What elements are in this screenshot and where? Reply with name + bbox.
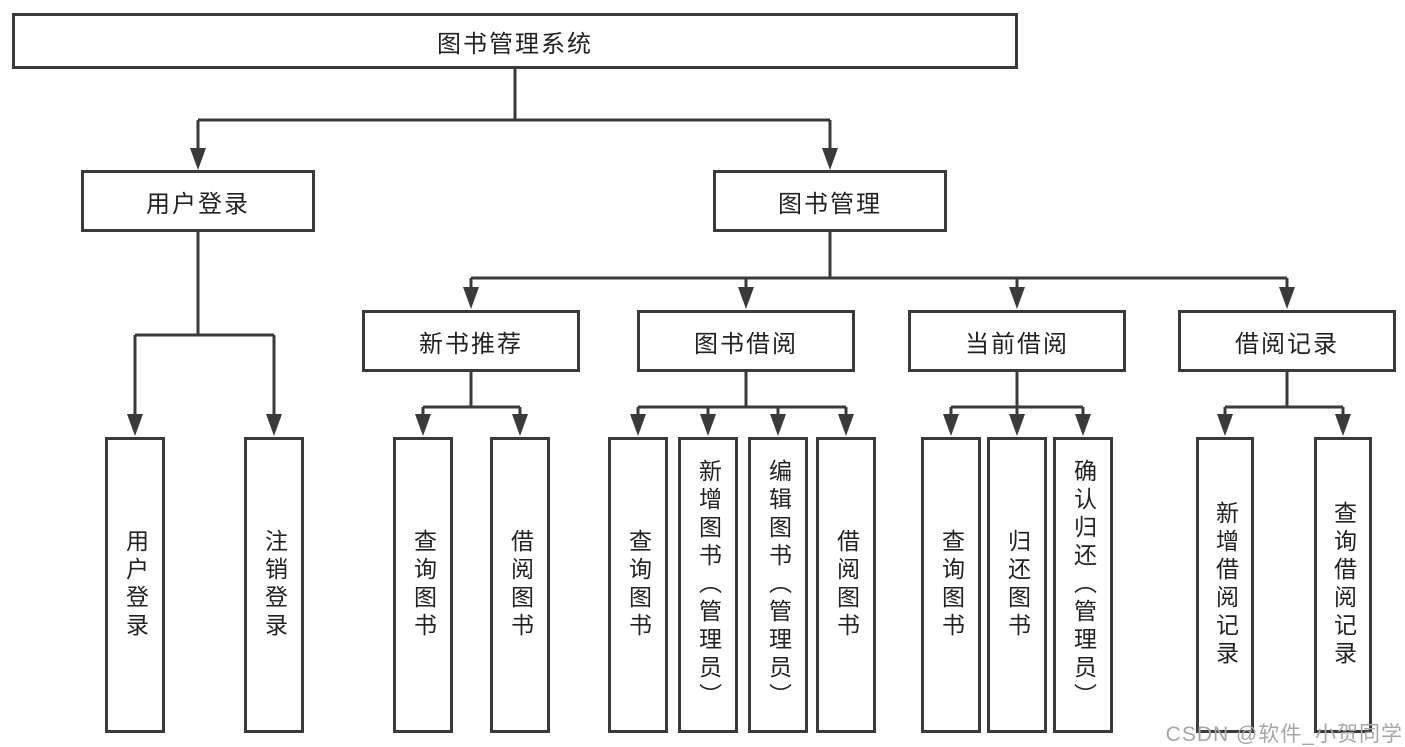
csdn-watermark: CSDN @软件_小贺同学 bbox=[1165, 723, 1403, 746]
node-book-management: 图书管理 bbox=[713, 170, 947, 232]
node-borrow-record: 借阅记录 bbox=[1178, 310, 1396, 372]
leaf-nb-borrow-books: 借阅图书 bbox=[490, 437, 550, 733]
leaf-bb-add-books-admin: 新增图书（管理员） bbox=[678, 437, 738, 733]
node-user-login: 用户登录 bbox=[81, 170, 315, 232]
leaf-bb-query-books: 查询图书 bbox=[608, 437, 668, 733]
leaf-bb-borrow-books: 借阅图书 bbox=[816, 437, 876, 733]
node-new-book-recommend: 新书推荐 bbox=[362, 310, 580, 372]
leaf-br-add-record: 新增借阅记录 bbox=[1196, 437, 1254, 733]
leaf-cb-return-books: 归还图书 bbox=[987, 437, 1047, 733]
leaf-br-query-record: 查询借阅记录 bbox=[1314, 437, 1372, 733]
leaf-bb-edit-books-admin: 编辑图书（管理员） bbox=[748, 437, 808, 733]
node-current-borrow: 当前借阅 bbox=[908, 310, 1126, 372]
node-book-borrow: 图书借阅 bbox=[637, 310, 855, 372]
leaf-cb-confirm-return-admin: 确认归还（管理员） bbox=[1053, 437, 1113, 733]
leaf-cb-query-books: 查询图书 bbox=[921, 437, 981, 733]
leaf-nb-query-books: 查询图书 bbox=[393, 437, 453, 733]
leaf-user-login: 用户登录 bbox=[105, 437, 165, 733]
node-root-system: 图书管理系统 bbox=[12, 13, 1018, 69]
leaf-logout: 注销登录 bbox=[244, 437, 304, 733]
